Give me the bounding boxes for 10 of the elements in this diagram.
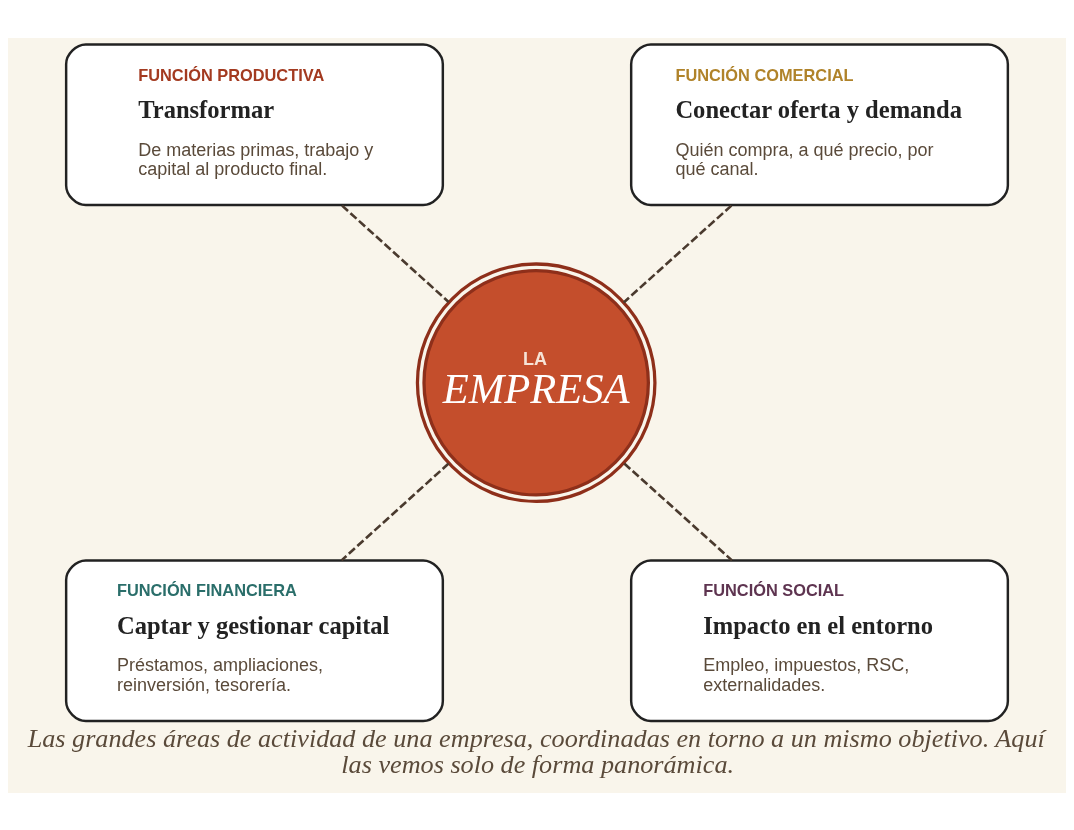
node-circle: LA EMPRESA	[415, 261, 657, 503]
connector	[340, 462, 450, 561]
connector	[622, 204, 733, 303]
node-box: FUNCIÓN SOCIAL Impacto en el entorno Empleo, impuestos, RSC, externalidades.	[629, 558, 1010, 722]
connector	[341, 204, 450, 303]
node-box: FUNCIÓN FINANCIERA Captar y gestionar capital Préstamos, ampliaciones, reinversión, tesorería.	[64, 558, 445, 722]
node-box: FUNCIÓN PRODUCTIVA Transformar De materias primas, trabajo y capital al producto final.	[64, 42, 445, 206]
node-box: FUNCIÓN COMERCIAL Conectar oferta y demanda Quién compra, a qué precio, por qué canal.	[629, 42, 1010, 206]
connector	[623, 462, 733, 561]
caption: Las grandes áreas de actividad de una empresa, coordinadas en torno a un mismo objetivo. Aquí las vemos solo de forma panorámica.	[27, 723, 1045, 779]
